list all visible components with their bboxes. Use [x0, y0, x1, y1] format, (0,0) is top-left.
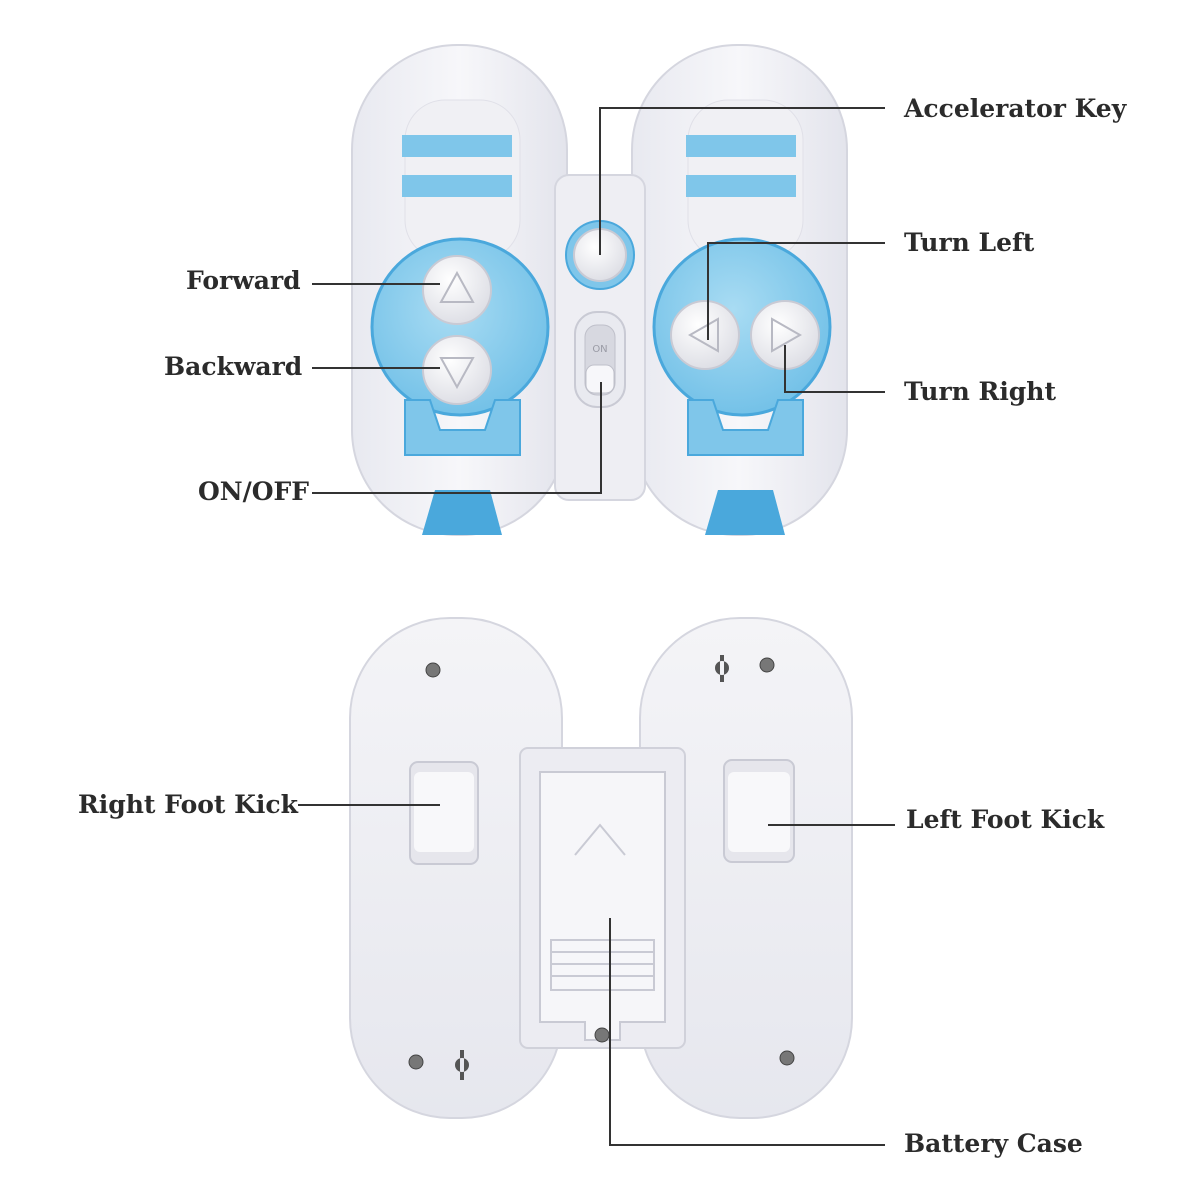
screw-icon: [779, 1050, 795, 1066]
label-accelerator-key: Accelerator Key: [904, 94, 1127, 123]
right-stripe-2: [686, 175, 796, 197]
label-forward: Forward: [186, 266, 301, 295]
label-turn-right: Turn Right: [904, 377, 1057, 406]
leader-on-off: [312, 382, 602, 494]
left-arrow-icon: [687, 317, 719, 353]
left-stand: [404, 399, 521, 456]
label-battery-case: Battery Case: [904, 1129, 1083, 1158]
down-arrow-icon: [439, 357, 475, 390]
label-left-foot-kick: Left Foot Kick: [906, 805, 1105, 834]
screw-icon: [759, 657, 775, 673]
battery-screw-icon: [594, 1027, 610, 1043]
left-foot-tab: [422, 490, 502, 535]
label-on-off: ON/OFF: [198, 477, 310, 506]
remote-front: ON: [351, 44, 848, 536]
leader-lines: [298, 107, 895, 1146]
leader-battery-case: [609, 918, 885, 1146]
right-foot-tab: [705, 490, 785, 535]
leader-turn-right: [784, 345, 885, 393]
turn-left-button[interactable]: [670, 300, 740, 370]
switch-on-text: ON: [592, 344, 607, 355]
battery-case[interactable]: [539, 771, 666, 1043]
left-foot-kick-button[interactable]: [723, 759, 795, 863]
right-stand: [687, 399, 804, 456]
screw-icon: [408, 1054, 424, 1070]
screw-icon: [425, 662, 441, 678]
remote-back: [349, 617, 853, 1119]
left-stripe-1: [402, 135, 512, 157]
right-stripe-1: [686, 135, 796, 157]
right-arrow-icon: [771, 317, 803, 353]
keyhole-icon: [455, 1050, 469, 1080]
up-arrow-icon: [439, 270, 475, 303]
backward-button[interactable]: [422, 335, 492, 405]
battery-grip: [550, 939, 655, 991]
keyhole-icon: [715, 655, 729, 682]
right-foot-kick-button[interactable]: [409, 761, 479, 865]
label-right-foot-kick: Right Foot Kick: [78, 790, 298, 819]
forward-button[interactable]: [422, 255, 492, 325]
left-stripe-2: [402, 175, 512, 197]
turn-right-button[interactable]: [750, 300, 820, 370]
battery-arrow-icon: [574, 823, 626, 856]
leader-accelerator: [599, 107, 885, 255]
leader-turn-left: [707, 242, 885, 340]
label-turn-left: Turn Left: [904, 228, 1035, 257]
label-backward: Backward: [164, 352, 303, 381]
